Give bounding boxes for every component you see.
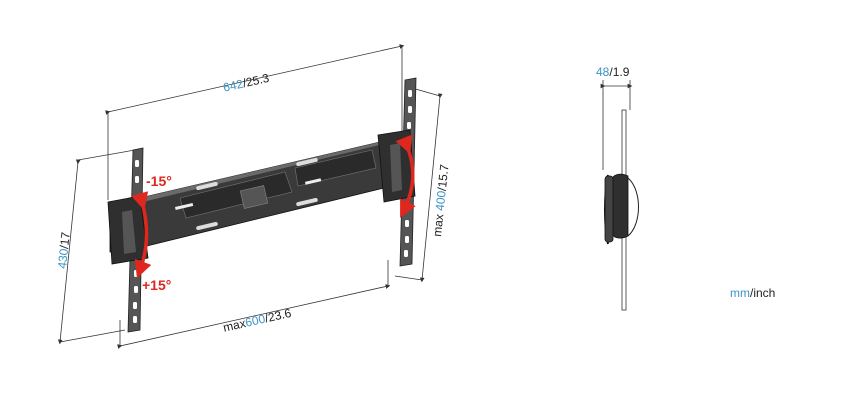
width-dimension-line <box>105 44 405 200</box>
tilt-up-label: -15° <box>146 173 172 189</box>
side-view-mount <box>604 109 639 311</box>
depth-dimension-line <box>600 80 633 170</box>
height-label: 430/17 <box>55 231 73 270</box>
tilt-down-label: +15° <box>142 277 172 293</box>
depth-label: 48/1.9 <box>596 65 630 79</box>
height-dimension-line <box>57 149 136 345</box>
vesa-horizontal-dimension-line <box>117 260 391 349</box>
vesa-vertical-dimension-line <box>394 87 443 283</box>
tilt-arrow-right <box>395 134 416 218</box>
units-legend: mm/inch <box>730 286 776 300</box>
horizontal-wall-plate <box>109 141 393 253</box>
tilt-arrow-left <box>131 191 152 279</box>
